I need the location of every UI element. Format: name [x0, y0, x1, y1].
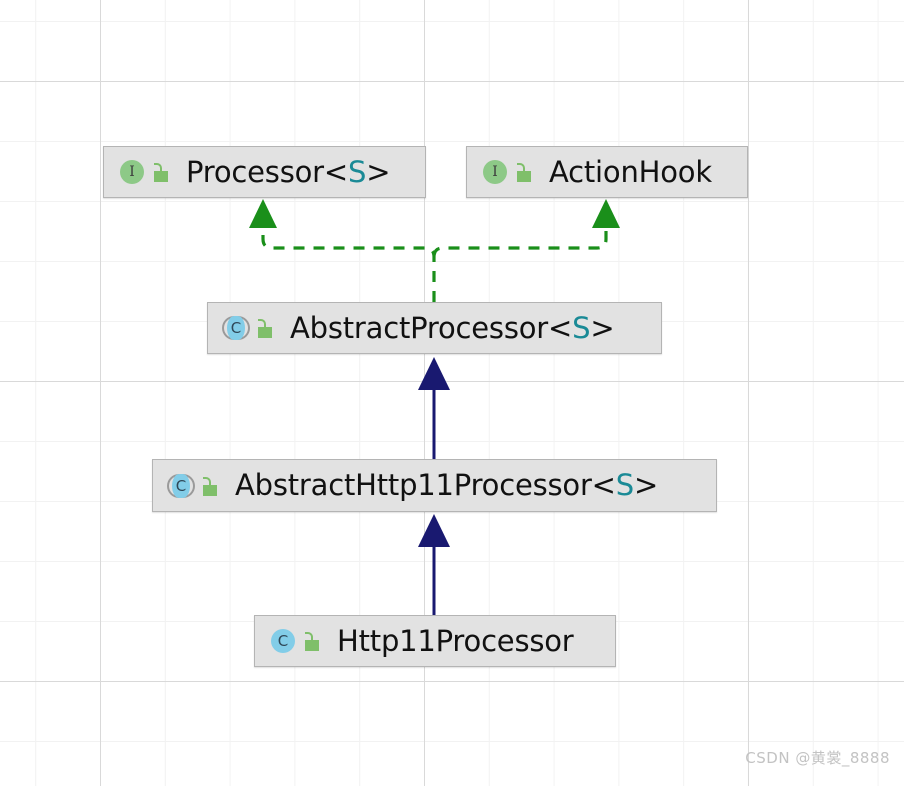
unlocked-padlock-icon: [256, 317, 276, 339]
uml-node-actionhook[interactable]: I ActionHook: [466, 146, 748, 198]
class-circle-icon: C: [267, 625, 299, 657]
arrowhead-to-abstracthttp11processor: [418, 514, 450, 547]
padlock-body: [258, 327, 272, 338]
uml-node-processor[interactable]: I Processor<S>: [103, 146, 426, 198]
interface-icon-letter: I: [483, 160, 507, 184]
interface-circle-icon: I: [479, 156, 511, 188]
uml-node-label-http11processor: Http11Processor: [337, 623, 574, 658]
padlock-body: [305, 640, 319, 651]
watermark-text: CSDN @黄裳_8888: [745, 749, 890, 767]
padlock-shackle: [154, 163, 162, 171]
interface-circle-icon: I: [116, 156, 148, 188]
uml-node-label-abstractprocessor: AbstractProcessor<S>: [290, 310, 615, 345]
uml-node-abstractprocessor[interactable]: C AbstractProcessor<S>: [207, 302, 662, 354]
padlock-body: [203, 484, 217, 496]
edge-realization-path: [261, 213, 608, 302]
abstract-icon-letter: C: [227, 316, 245, 340]
uml-node-label-actionhook: ActionHook: [549, 154, 712, 189]
unlocked-padlock-icon: [303, 630, 323, 652]
arrowhead-to-actionhook: [592, 199, 620, 228]
edge-generalization-group-1: [418, 357, 450, 459]
padlock-shackle: [258, 319, 266, 327]
uml-node-http11processor[interactable]: C Http11Processor: [254, 615, 616, 667]
edge-realization-group: [249, 199, 620, 302]
uml-node-abstracthttp11processor[interactable]: C AbstractHttp11Processor<S>: [152, 459, 717, 512]
interface-icon-letter: I: [120, 160, 144, 184]
arrowhead-to-processor: [249, 199, 277, 228]
abstract-class-icon: C: [165, 470, 197, 502]
padlock-shackle: [517, 163, 525, 171]
padlock-shackle: [305, 632, 313, 640]
unlocked-padlock-icon: [515, 161, 535, 183]
abstract-class-icon: C: [220, 312, 252, 344]
class-icon-letter: C: [271, 629, 295, 653]
edge-generalization-group-2: [418, 514, 450, 615]
abstract-icon-letter: C: [172, 473, 190, 498]
padlock-body: [517, 171, 531, 182]
unlocked-padlock-icon: [152, 161, 172, 183]
padlock-shackle: [203, 476, 211, 485]
uml-node-label-processor: Processor<S>: [186, 154, 391, 189]
uml-node-label-abstracthttp11processor: AbstractHttp11Processor<S>: [235, 468, 659, 502]
padlock-body: [154, 171, 168, 182]
unlocked-padlock-icon: [201, 475, 221, 497]
arrowhead-to-abstractprocessor: [418, 357, 450, 390]
abstract-icon-paren-left: [167, 473, 179, 498]
